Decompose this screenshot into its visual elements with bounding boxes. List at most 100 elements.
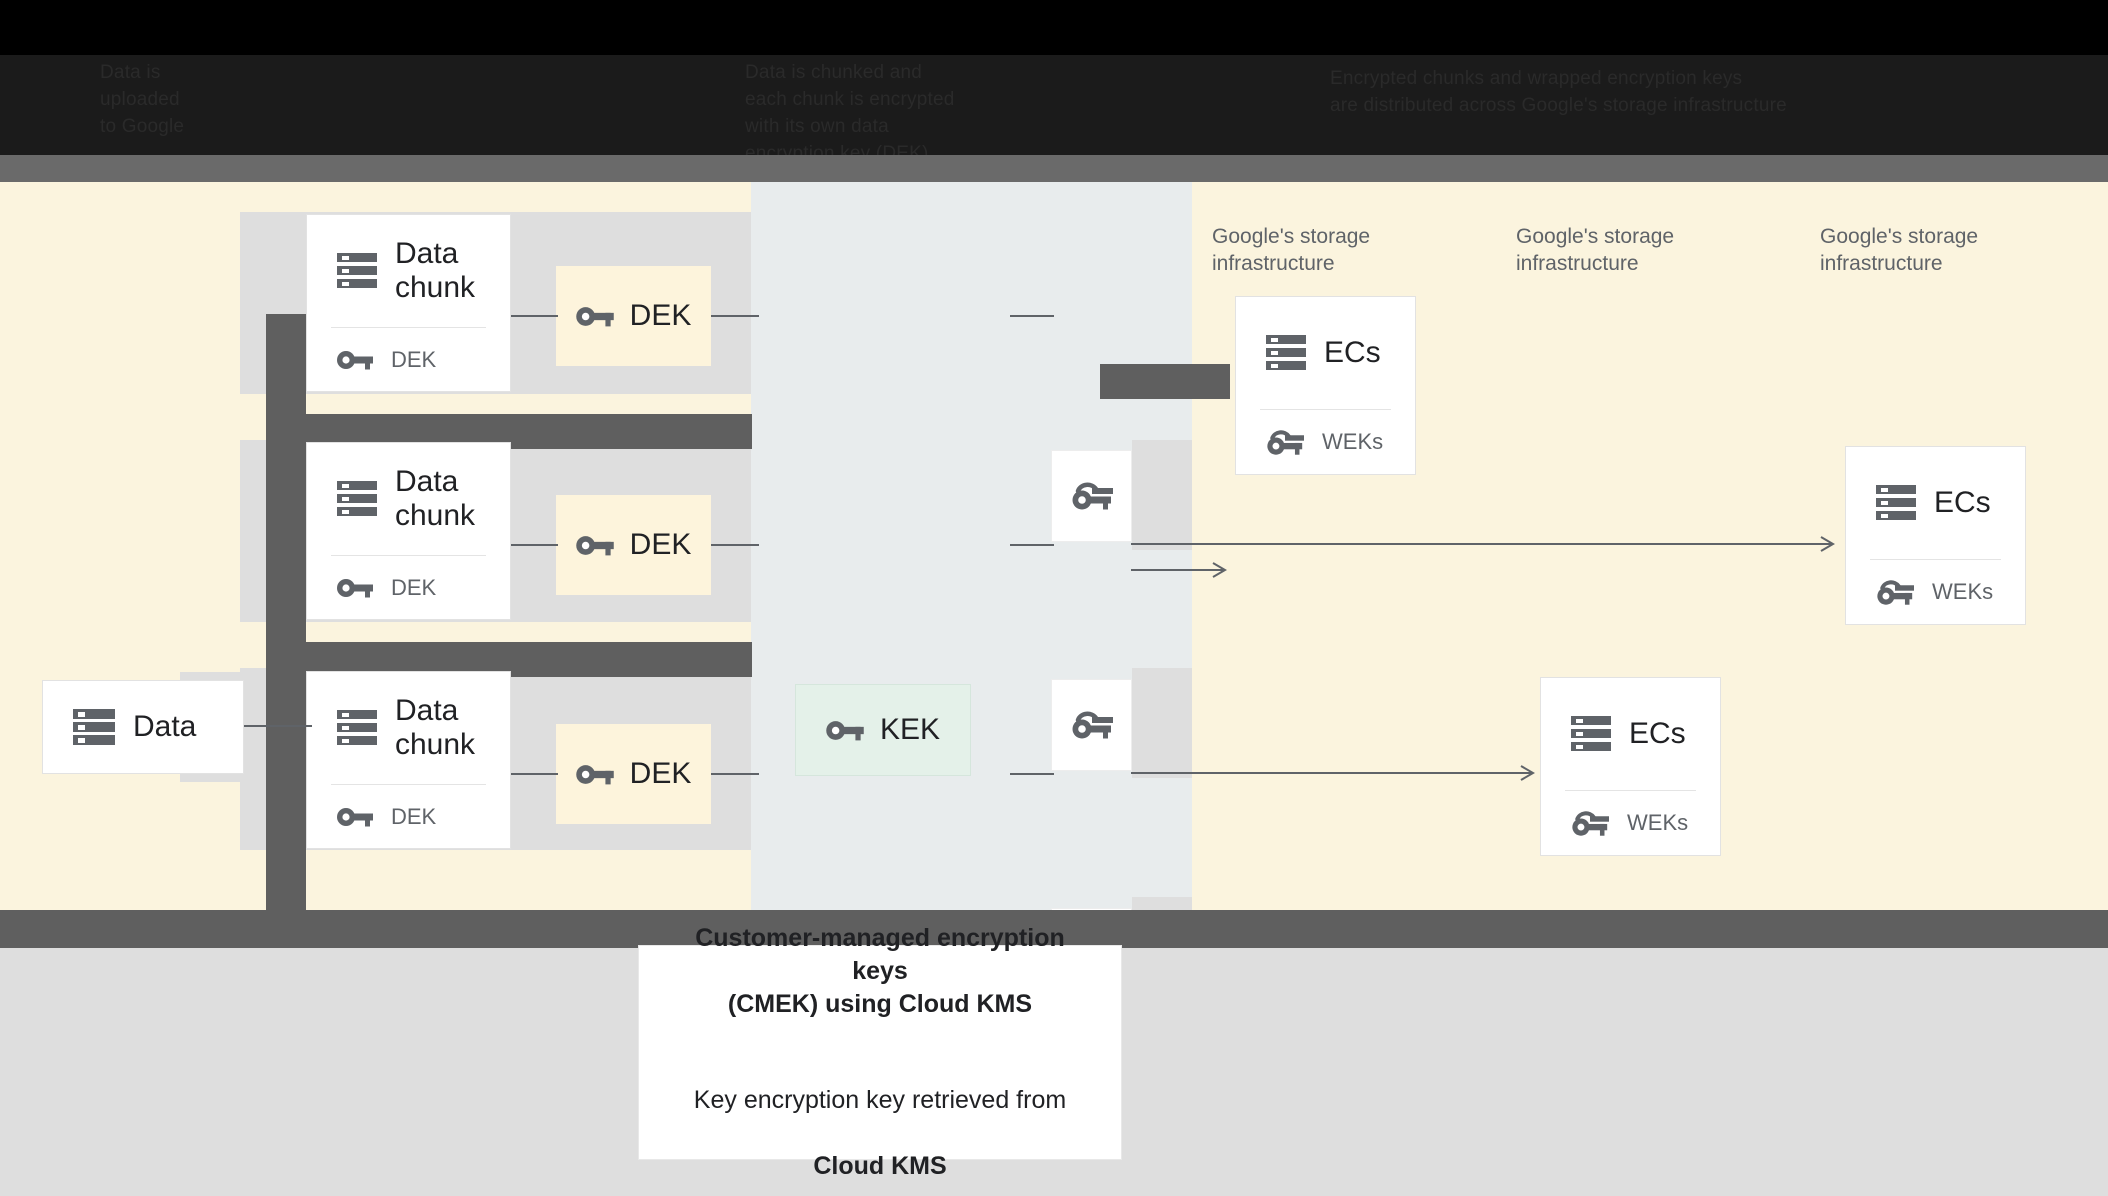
chunk-1-title: Data chunk	[395, 237, 476, 304]
data-source-card-row: Data	[43, 707, 243, 747]
storage-label-1: Google's storage infrastructure	[1212, 225, 1371, 275]
ecs-1-title: ECs	[1324, 336, 1381, 369]
header-step-2-text: Data is chunked and each chunk is encryp…	[745, 62, 955, 160]
ecs-2-header: ECs	[1846, 447, 2025, 559]
dek-box-1-label: DEK	[629, 299, 692, 332]
ecs-3-key-label: WEKs	[1627, 810, 1689, 835]
splitter-bracket-stem	[266, 314, 306, 954]
chunk-1-header: Data chunk	[307, 215, 510, 327]
ecs-2-key-label: WEKs	[1932, 579, 1994, 604]
kek-box[interactable]: KEK	[795, 684, 971, 776]
chunk-2-key-label: DEK	[391, 575, 437, 600]
key-icon	[575, 533, 614, 558]
connector-to-wrapped-3	[1010, 773, 1054, 775]
key-icon	[575, 304, 614, 329]
header-step-1-text: Data is uploaded to Google	[100, 62, 185, 137]
server-icon	[337, 709, 377, 747]
server-icon	[337, 480, 377, 518]
data-chunk-card-1[interactable]: Data chunk DEK	[306, 214, 511, 392]
dek-box-3-label: DEK	[629, 757, 692, 790]
wrapped-key-icon	[1266, 428, 1304, 457]
server-icon	[1266, 334, 1306, 372]
key-icon	[575, 762, 614, 787]
ecs-1-divider	[1260, 409, 1391, 410]
connector-source-to-split	[244, 725, 312, 727]
wrapped-key-icon	[1071, 480, 1113, 512]
caption-body-line2: Cloud KMS	[813, 1152, 947, 1180]
mask-bar-3	[1100, 364, 1230, 399]
key-icon	[337, 576, 373, 600]
key-icon	[826, 718, 864, 743]
connector-kek-to-wrapped-2	[1010, 544, 1054, 546]
wrapped-key-icon	[1876, 578, 1914, 607]
arrow-to-ecs-2	[1131, 536, 1835, 552]
dek-box-2-label: DEK	[629, 528, 692, 561]
connector-to-wrapped-1	[1010, 315, 1054, 317]
chunk-3-key-row: DEK	[307, 785, 510, 849]
kek-box-label: KEK	[879, 713, 941, 746]
caption-card: Customer-managed encryption keys (CMEK) …	[638, 924, 1122, 1180]
chunk-1-key-label: DEK	[391, 347, 437, 372]
diagram-canvas: Data Data chunk DEK	[0, 182, 2108, 1007]
wrapped-key-tile-2[interactable]	[1051, 679, 1132, 771]
chunk-3-header: Data chunk	[307, 672, 510, 784]
header-base-bar	[0, 155, 2108, 182]
chunk-1-key-row: DEK	[307, 328, 510, 392]
ecs-card-1[interactable]: ECs WEKs	[1235, 296, 1416, 475]
server-icon	[1876, 484, 1916, 522]
dek-box-3[interactable]: DEK	[556, 724, 711, 824]
wrapped-tile-band-2	[1132, 668, 1192, 778]
server-icon	[1571, 715, 1611, 753]
server-icon	[73, 707, 115, 747]
ecs-card-2[interactable]: ECs WEKs	[1845, 446, 2026, 625]
chunk-3-title: Data chunk	[395, 694, 476, 761]
wrapped-key-icon	[1571, 809, 1609, 838]
ecs-2-divider	[1870, 559, 2001, 560]
chunk-2-title: Data chunk	[395, 465, 476, 532]
wrapped-key-icon	[1071, 709, 1113, 741]
chunk-2-header: Data chunk	[307, 443, 510, 555]
kek-band	[751, 182, 1192, 910]
connector-dek2-out	[711, 544, 759, 546]
server-icon	[337, 252, 377, 290]
chunk-3-key-label: DEK	[391, 804, 437, 829]
page-header-strip: Data is uploaded to Google Data is chunk…	[0, 0, 2108, 160]
caption-body: Key encryption key retrieved from Cloud …	[694, 1051, 1066, 1183]
storage-label-2: Google's storage infrastructure	[1516, 225, 1675, 275]
storage-label-3: Google's storage infrastructure	[1820, 225, 1979, 275]
dek-box-2[interactable]: DEK	[556, 495, 711, 595]
bottom-divider-bar	[0, 910, 2108, 948]
connector-chunk3-to-dek3	[511, 773, 558, 775]
wrapped-tile-band-1	[1132, 440, 1192, 550]
connector-dek1-out	[711, 315, 759, 317]
wrapped-key-tile-1[interactable]	[1051, 450, 1132, 542]
data-source-card[interactable]: Data	[42, 680, 244, 774]
caption-title: Customer-managed encryption keys (CMEK) …	[695, 924, 1065, 1018]
dek-box-1[interactable]: DEK	[556, 266, 711, 366]
key-icon	[337, 348, 373, 372]
ecs-3-key-row: WEKs	[1541, 791, 1720, 855]
data-chunk-card-3[interactable]: Data chunk DEK	[306, 671, 511, 849]
ecs-1-key-label: WEKs	[1322, 429, 1384, 454]
ecs-2-title: ECs	[1934, 486, 1991, 519]
arrow-to-ecs-1	[1131, 562, 1227, 578]
header-step-4-text: Encrypted chunks and wrapped encryption …	[1330, 68, 1787, 116]
data-chunk-card-2[interactable]: Data chunk DEK	[306, 442, 511, 620]
ecs-1-header: ECs	[1236, 297, 1415, 409]
ecs-card-3[interactable]: ECs WEKs	[1540, 677, 1721, 856]
key-icon	[337, 805, 373, 829]
connector-chunk2-to-dek2	[511, 544, 558, 546]
chunk-3-divider	[331, 784, 486, 785]
ecs-1-key-row: WEKs	[1236, 410, 1415, 474]
connector-dek3-out	[711, 773, 759, 775]
arrow-to-ecs-3	[1131, 765, 1535, 781]
data-source-label: Data	[133, 710, 197, 743]
caption-body-line1: Key encryption key retrieved from	[693, 1086, 1067, 1114]
chunk-2-key-row: DEK	[307, 556, 510, 620]
ecs-3-divider	[1565, 790, 1696, 791]
ecs-2-key-row: WEKs	[1846, 560, 2025, 624]
ecs-3-title: ECs	[1629, 717, 1686, 750]
chunk-1-divider	[331, 327, 486, 328]
ecs-3-header: ECs	[1541, 678, 1720, 790]
page-header-text-row: Data is uploaded to Google Data is chunk…	[0, 55, 2108, 160]
